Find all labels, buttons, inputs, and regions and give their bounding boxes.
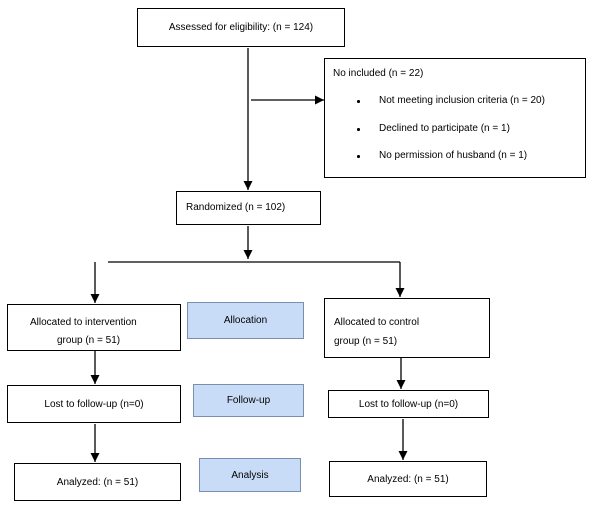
stage-analysis-label: Analysis — [231, 469, 269, 481]
excluded-item-2: Declined to participate (n = 1) — [379, 123, 510, 134]
control-lost-box: Lost to follow-up (n=0) — [328, 390, 489, 418]
randomized-text: Randomized (n = 102) — [186, 202, 286, 213]
intervention-allocated-line2: group (n = 51) — [57, 335, 121, 346]
excluded-bullet-2 — [357, 128, 360, 131]
assessed-box: Assessed for eligibility: (n = 124) — [137, 8, 345, 47]
randomized-box: Randomized (n = 102) — [176, 191, 321, 225]
excluded-box: No included (n = 22) Not meeting inclusi… — [324, 58, 586, 178]
control-lost-text: Lost to follow-up (n=0) — [358, 398, 459, 410]
excluded-bullet-3 — [357, 155, 360, 158]
stage-followup-label: Follow-up — [226, 395, 271, 406]
control-analyzed-box: Analyzed: (n = 51) — [329, 461, 487, 497]
stage-allocation-label: Allocation — [223, 315, 268, 326]
assessed-text: Assessed for eligibility: (n = 124) — [168, 22, 314, 33]
intervention-allocated-line1: Allocated to intervention — [30, 317, 137, 328]
intervention-analyzed-box: Analyzed: (n = 51) — [14, 463, 181, 501]
stage-followup: Follow-up — [193, 384, 304, 417]
excluded-bullet-1 — [357, 100, 360, 103]
control-allocated-line2: group (n = 51) — [334, 336, 398, 347]
intervention-analyzed-text: Analyzed: (n = 51) — [56, 476, 139, 488]
intervention-lost-box: Lost to follow-up (n=0) — [7, 385, 181, 423]
control-allocated-box: Allocated to control group (n = 51) — [324, 298, 490, 358]
excluded-item-3: No permission of husband (n = 1) — [379, 150, 528, 161]
control-analyzed-text: Analyzed: (n = 51) — [367, 473, 449, 485]
intervention-lost-text: Lost to follow-up (n=0) — [44, 398, 144, 410]
stage-allocation: Allocation — [187, 302, 304, 339]
control-allocated-line1: Allocated to control — [334, 317, 420, 328]
excluded-title: No included (n = 22) — [333, 68, 424, 79]
stage-analysis: Analysis — [199, 458, 301, 492]
excluded-item-1: Not meeting inclusion criteria (n = 20) — [379, 95, 545, 106]
intervention-allocated-box: Allocated to intervention group (n = 51) — [7, 304, 181, 351]
